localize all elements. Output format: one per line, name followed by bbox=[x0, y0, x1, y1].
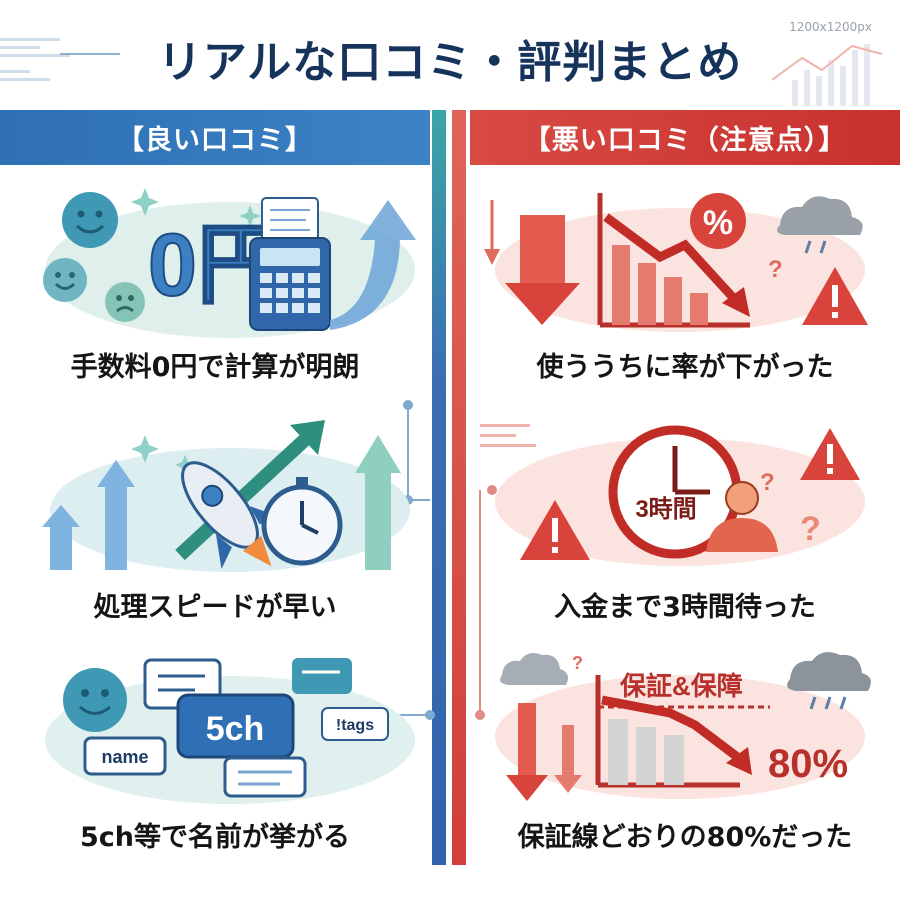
clock-duration-label: 3時間 bbox=[635, 496, 696, 523]
svg-text:!tags: !tags bbox=[336, 717, 374, 734]
zero-fee-illustration: 0円 bbox=[43, 188, 416, 338]
down-arrow-icon bbox=[484, 200, 580, 325]
guarantee-chart-title: 保証&保障 bbox=[619, 671, 743, 701]
good-item-1-caption: 手数料0円で計算が明朗 bbox=[70, 352, 360, 383]
cloud-icon bbox=[500, 653, 568, 685]
percent-badge: % bbox=[690, 193, 746, 249]
forum-mention-illustration: 5ch name !tags bbox=[45, 658, 415, 804]
divider-red bbox=[452, 110, 466, 865]
worried-person-icon bbox=[706, 481, 778, 552]
smile-icon bbox=[43, 258, 87, 302]
warning-icon bbox=[520, 500, 590, 560]
question-mark-icon: ? bbox=[800, 510, 821, 548]
decor-chart-right bbox=[772, 44, 883, 106]
bad-reviews-header: 【悪い口コミ（注意点）】 bbox=[470, 110, 900, 165]
svg-text:name: name bbox=[101, 747, 148, 767]
question-mark-icon: ? bbox=[572, 653, 583, 673]
calculator-icon bbox=[249, 197, 331, 331]
trend-up-arrow-icon bbox=[330, 200, 416, 330]
payout-delay-illustration: 3時間 ? ? bbox=[480, 424, 865, 566]
smile-icon bbox=[63, 668, 127, 732]
forum-name-text: 5ch bbox=[206, 710, 265, 748]
sad-face-icon bbox=[105, 282, 145, 322]
question-mark-icon: ? bbox=[768, 256, 783, 283]
smile-icon bbox=[62, 192, 118, 248]
fast-processing-illustration bbox=[42, 420, 410, 572]
stopwatch-icon bbox=[261, 477, 343, 566]
divider-blue bbox=[432, 110, 446, 865]
tags-bubble: !tags bbox=[321, 707, 389, 741]
bad-item-1-caption: 使ううちに率が下がった bbox=[536, 352, 834, 383]
good-item-2-caption: 処理スピードが早い bbox=[93, 592, 337, 623]
svg-text:%: % bbox=[703, 204, 733, 242]
rain-cloud-icon bbox=[787, 652, 871, 710]
declining-chart-icon bbox=[597, 193, 750, 328]
rain-cloud-icon bbox=[776, 196, 863, 254]
bad-item-3-caption: 保証線どおりの80%だった bbox=[517, 822, 853, 853]
bad-item-2-caption: 入金まで3時間待った bbox=[554, 592, 816, 623]
question-mark-icon: ? bbox=[760, 469, 775, 496]
guarantee-chart-icon bbox=[595, 675, 770, 788]
decor-bars-left bbox=[0, 38, 120, 81]
good-item-3-caption: 5ch等で名前が挙がる bbox=[79, 822, 350, 853]
guarantee-value-label: 80% bbox=[768, 742, 848, 786]
bar-arrows-icon bbox=[42, 435, 401, 570]
size-note: 1200x1200px bbox=[789, 20, 872, 34]
rate-decline-illustration: % ? bbox=[484, 193, 868, 332]
page-title: リアルな口コミ・評判まとめ bbox=[157, 37, 743, 88]
guarantee-80-illustration: ? 保証&保障 80% bbox=[495, 652, 871, 801]
speech-bubble-icon bbox=[292, 658, 352, 694]
warning-icon bbox=[802, 267, 868, 325]
warning-icon bbox=[800, 428, 860, 480]
good-reviews-header: 【良い口コミ】 bbox=[0, 110, 430, 165]
down-arrow-icon bbox=[506, 703, 582, 801]
forum-bubble: 5ch bbox=[176, 693, 295, 759]
name-tag-bubble: name bbox=[83, 736, 167, 776]
